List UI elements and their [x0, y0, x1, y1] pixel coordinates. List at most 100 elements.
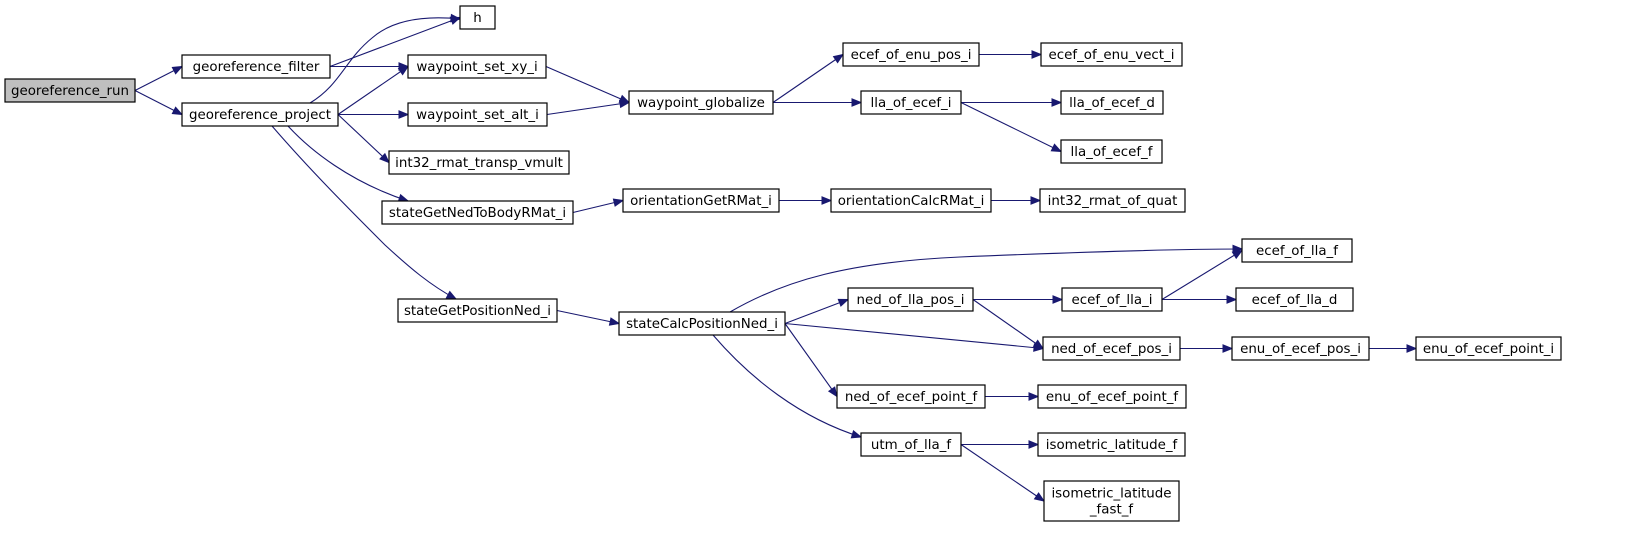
node-label: int32_rmat_of_quat	[1048, 194, 1178, 209]
node-box	[388, 150, 570, 175]
node-ned_of_ecef_pos_i[interactable]: ned_of_ecef_pos_i	[1042, 336, 1181, 361]
node-lla_of_ecef_d[interactable]: lla_of_ecef_d	[1060, 90, 1164, 115]
node-label: ned_of_ecef_pos_i	[1051, 342, 1172, 357]
edge-georeference_project-to-waypoint_set_xy_i	[337, 65, 410, 115]
node-box	[407, 54, 547, 79]
arrowhead-icon	[608, 317, 621, 326]
node-box	[860, 90, 962, 115]
node-ned_of_ecef_point_f[interactable]: ned_of_ecef_point_f	[836, 384, 986, 409]
node-isometric_latitude_f[interactable]: isometric_latitude_f	[1037, 432, 1186, 457]
edge-line	[772, 54, 844, 103]
arrowhead-icon	[1052, 295, 1064, 304]
arrowhead-icon	[821, 196, 833, 205]
node-georeference_project[interactable]: georeference_project	[181, 102, 339, 127]
node-stateCalcPositionNed_i[interactable]: stateCalcPositionNed_i	[618, 311, 786, 336]
edge-ned_of_ecef_pos_i-to-enu_of_ecef_pos_i	[1180, 344, 1234, 353]
node-box	[860, 432, 962, 457]
node-label: stateGetPositionNed_i	[404, 304, 551, 319]
arrowhead-icon	[1033, 492, 1046, 502]
node-ecef_of_lla_f[interactable]: ecef_of_lla_f	[1241, 238, 1353, 263]
edge-ecef_of_enu_pos_i-to-ecef_of_enu_vect_i	[979, 50, 1043, 59]
edge-line	[545, 65, 630, 104]
arrowhead-icon	[1051, 98, 1063, 107]
node-georeference_run[interactable]: georeference_run	[4, 78, 136, 103]
node-int32_rmat_transp_vmult[interactable]: int32_rmat_transp_vmult	[388, 150, 570, 175]
node-box	[1037, 432, 1186, 457]
node-label: georeference_run	[11, 84, 129, 99]
node-label: stateGetNedToBodyRMat_i	[389, 206, 566, 221]
node-box	[1241, 238, 1353, 263]
node-orientationGetRMat_i[interactable]: orientationGetRMat_i	[622, 188, 780, 213]
edge-stateCalcPositionNed_i-to-ned_of_lla_pos_i	[784, 298, 850, 325]
node-label: utm_of_lla_f	[871, 438, 951, 453]
node-box	[407, 102, 548, 127]
edge-enu_of_ecef_pos_i-to-enu_of_ecef_point_i	[1369, 344, 1418, 353]
node-label: isometric_latitude	[1051, 487, 1171, 502]
node-label: lla_of_ecef_d	[1069, 96, 1155, 111]
edge-utm_of_lla_f-to-isometric_latitude_f	[961, 440, 1040, 449]
node-ecef_of_enu_pos_i[interactable]: ecef_of_enu_pos_i	[842, 42, 980, 67]
node-h[interactable]: h	[459, 5, 496, 30]
edge-georeference_run-to-georeference_project	[134, 90, 184, 116]
node-int32_rmat_of_quat[interactable]: int32_rmat_of_quat	[1039, 188, 1186, 213]
arrowhead-icon	[1406, 344, 1418, 353]
edge-line	[960, 102, 1062, 152]
node-enu_of_ecef_point_i[interactable]: enu_of_ecef_point_i	[1415, 336, 1562, 361]
node-isometric_latitude_fast_f[interactable]: isometric_latitude_fast_f	[1043, 480, 1180, 522]
node-label: ecef_of_enu_pos_i	[851, 48, 972, 63]
arrowhead-icon	[171, 65, 184, 75]
node-box	[1042, 336, 1181, 361]
node-lla_of_ecef_i[interactable]: lla_of_ecef_i	[860, 90, 962, 115]
arrowhead-icon	[1032, 339, 1045, 350]
arrowhead-icon	[832, 53, 845, 64]
node-stateGetNedToBodyRMat_i[interactable]: stateGetNedToBodyRMat_i	[381, 200, 574, 225]
node-box	[1043, 480, 1180, 522]
node-orientationCalcRMat_i[interactable]: orientationCalcRMat_i	[830, 188, 992, 213]
node-box	[1060, 90, 1164, 115]
arrowhead-icon	[851, 98, 863, 107]
node-box	[622, 188, 780, 213]
function-nodes: georeference_run georeference_filtergeore…	[4, 5, 1562, 522]
node-box	[1231, 336, 1370, 361]
node-label: h	[473, 11, 482, 26]
node-ecef_of_enu_vect_i[interactable]: ecef_of_enu_vect_i	[1040, 42, 1183, 67]
node-label: orientationGetRMat_i	[630, 194, 772, 209]
node-label: ecef_of_enu_vect_i	[1049, 48, 1175, 63]
node-waypoint_globalize[interactable]: waypoint_globalize	[628, 90, 774, 115]
edge-georeference_run-to-georeference_filter	[134, 65, 184, 91]
node-waypoint_set_alt_i[interactable]: waypoint_set_alt_i	[407, 102, 548, 127]
edge-utm_of_lla_f-to-isometric_latitude_fast_f	[960, 444, 1046, 502]
node-box	[181, 54, 331, 79]
node-utm_of_lla_f[interactable]: utm_of_lla_f	[860, 432, 962, 457]
node-box	[1415, 336, 1562, 361]
node-box	[842, 42, 980, 67]
edge-lla_of_ecef_i-to-lla_of_ecef_f	[960, 102, 1063, 153]
node-box	[1060, 139, 1163, 164]
node-box	[381, 200, 574, 225]
edge-line	[1161, 250, 1243, 300]
edge-ned_of_lla_pos_i-to-ecef_of_lla_i	[973, 295, 1064, 304]
node-enu_of_ecef_pos_i[interactable]: enu_of_ecef_pos_i	[1231, 336, 1370, 361]
arrowhead-icon	[1031, 50, 1043, 59]
node-waypoint_set_xy_i[interactable]: waypoint_set_xy_i	[407, 54, 547, 79]
edge-waypoint_globalize-to-lla_of_ecef_i	[773, 98, 863, 107]
arrowhead-icon	[1222, 344, 1234, 353]
arrowhead-icon	[1050, 143, 1063, 153]
node-ned_of_lla_pos_i[interactable]: ned_of_lla_pos_i	[847, 287, 974, 312]
edge-georeference_project-to-stateGetNedToBodyRMat_i	[287, 125, 410, 203]
call-edges	[134, 13, 1418, 502]
node-box	[628, 90, 774, 115]
node-georeference_filter[interactable]: georeference_filter	[181, 54, 331, 79]
arrowhead-icon	[397, 65, 410, 76]
edge-line	[287, 125, 409, 202]
node-ecef_of_lla_d[interactable]: ecef_of_lla_d	[1235, 287, 1354, 312]
node-ecef_of_lla_i[interactable]: ecef_of_lla_i	[1061, 287, 1163, 312]
node-box	[1040, 42, 1183, 67]
node-stateGetPositionNed_i[interactable]: stateGetPositionNed_i	[397, 298, 558, 323]
node-lla_of_ecef_f[interactable]: lla_of_ecef_f	[1060, 139, 1163, 164]
edge-stateCalcPositionNed_i-to-ned_of_ecef_point_f	[784, 323, 838, 398]
edge-lla_of_ecef_i-to-lla_of_ecef_d	[961, 98, 1063, 107]
node-label: orientationCalcRMat_i	[838, 194, 985, 209]
edge-ecef_of_lla_i-to-ecef_of_lla_f	[1161, 249, 1244, 300]
node-enu_of_ecef_point_f[interactable]: enu_of_ecef_point_f	[1037, 384, 1187, 409]
